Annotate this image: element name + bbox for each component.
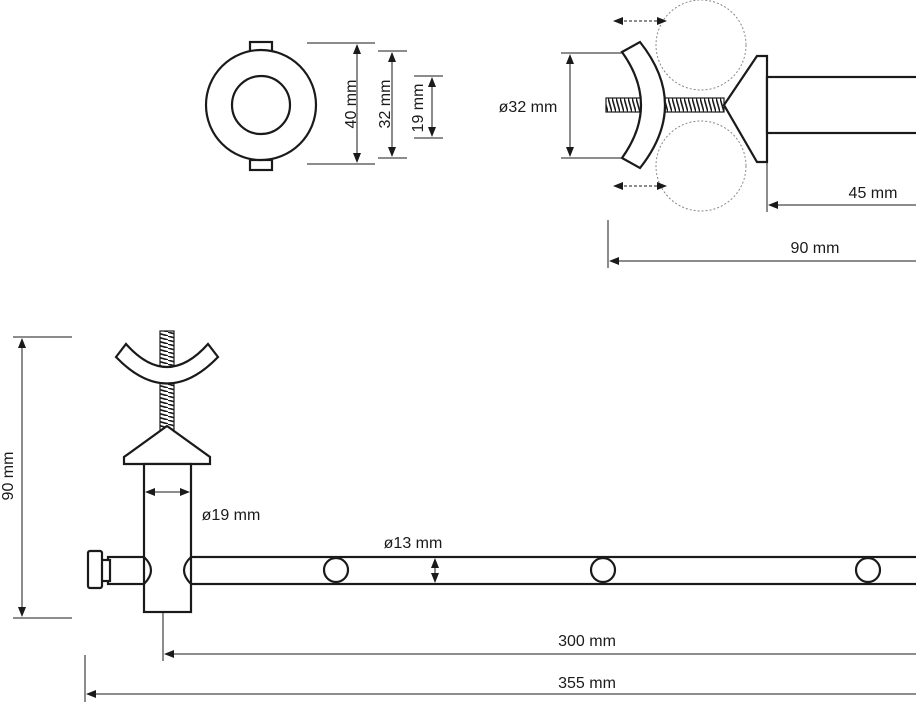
vertical-post [142, 462, 193, 614]
dim-355-label: 355 mm [558, 675, 616, 692]
ghost-circle-top [655, 0, 747, 91]
dim-post-label: ø19 mm [202, 507, 261, 524]
flange [722, 54, 769, 164]
clamp-jaw [620, 40, 666, 170]
dim-32-label: 32 mm [377, 80, 394, 129]
dim-45-label: 45 mm [849, 185, 898, 202]
front-view-mount: 40 mm 32 mm 19 mm [204, 40, 443, 172]
dim-300-label: 300 mm [558, 633, 616, 650]
dim-clamp-label: ø32 mm [499, 99, 558, 116]
ghost-circle-bottom [655, 120, 747, 212]
elevation-view: ø19 mm ø13 mm 90 mm 300 mm 355 mm [0, 330, 916, 702]
rod-knob-2 [589, 556, 617, 584]
elevation-flange [122, 424, 212, 466]
bottom-tab [248, 158, 274, 172]
inner-ring [230, 74, 292, 136]
end-cap [86, 549, 104, 590]
elevation-clamp-jaw [114, 342, 220, 385]
tube [765, 75, 916, 135]
rod-knob-1 [322, 556, 350, 584]
rod-knob-3 [854, 556, 882, 584]
dim-40-label: 40 mm [343, 80, 360, 129]
dim-height-label: 90 mm [0, 452, 17, 501]
dim-rod-label: ø13 mm [384, 535, 443, 552]
dim-90-side-label: 90 mm [791, 240, 840, 257]
dim-19-label: 19 mm [410, 84, 427, 133]
towel-rod [106, 555, 916, 586]
side-view-clamp: ø32 mm 45 mm 90 mm [499, 0, 916, 268]
